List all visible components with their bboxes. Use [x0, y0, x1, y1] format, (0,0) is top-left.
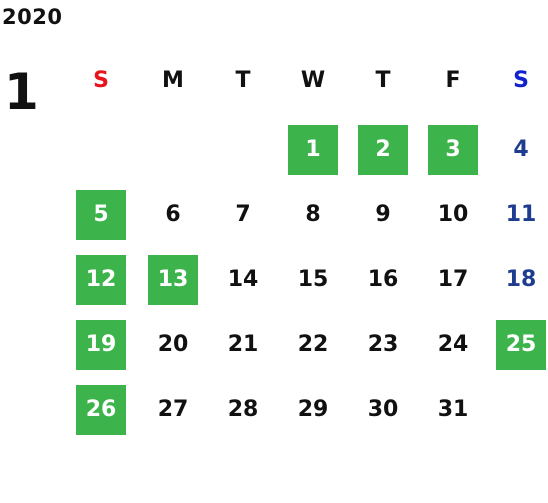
day-cell[interactable]: 21	[227, 332, 259, 357]
day-cell[interactable]: 27	[157, 397, 189, 422]
day-cell[interactable]: 9	[375, 202, 391, 227]
day-cell[interactable]: 29	[297, 397, 329, 422]
day-cell[interactable]: 15	[297, 267, 329, 292]
day-cell[interactable]: 31	[437, 397, 469, 422]
weekday-mon: M	[162, 68, 184, 93]
day-cell[interactable]: 22	[297, 332, 329, 357]
weekday-tue: T	[235, 68, 251, 93]
holiday-day-cell[interactable]: 13	[148, 255, 198, 305]
holiday-day-cell[interactable]: 12	[76, 255, 126, 305]
holiday-day-cell[interactable]: 26	[76, 385, 126, 435]
day-cell[interactable]: 11	[505, 202, 537, 227]
day-cell[interactable]: 24	[437, 332, 469, 357]
day-cell[interactable]: 17	[437, 267, 469, 292]
holiday-day-cell[interactable]: 25	[496, 320, 546, 370]
day-cell[interactable]: 30	[367, 397, 399, 422]
day-cell[interactable]: 18	[505, 267, 537, 292]
year-label: 2020	[2, 5, 63, 29]
day-cell[interactable]: 14	[227, 267, 259, 292]
weekday-sun: S	[93, 68, 109, 93]
holiday-day-cell[interactable]: 3	[428, 125, 478, 175]
day-cell[interactable]: 20	[157, 332, 189, 357]
holiday-day-cell[interactable]: 2	[358, 125, 408, 175]
day-cell[interactable]: 6	[165, 202, 181, 227]
holiday-day-cell[interactable]: 5	[76, 190, 126, 240]
day-cell[interactable]: 4	[513, 137, 529, 162]
day-cell[interactable]: 28	[227, 397, 259, 422]
day-cell[interactable]: 10	[437, 202, 469, 227]
day-cell[interactable]: 23	[367, 332, 399, 357]
day-cell[interactable]: 7	[235, 202, 251, 227]
day-cell[interactable]: 8	[305, 202, 321, 227]
weekday-fri: F	[445, 68, 461, 93]
month-label: 1	[4, 63, 39, 121]
weekday-sat: S	[513, 68, 529, 93]
day-cell[interactable]: 16	[367, 267, 399, 292]
weekday-wed: W	[300, 68, 326, 93]
holiday-day-cell[interactable]: 19	[76, 320, 126, 370]
weekday-thu: T	[375, 68, 391, 93]
holiday-day-cell[interactable]: 1	[288, 125, 338, 175]
